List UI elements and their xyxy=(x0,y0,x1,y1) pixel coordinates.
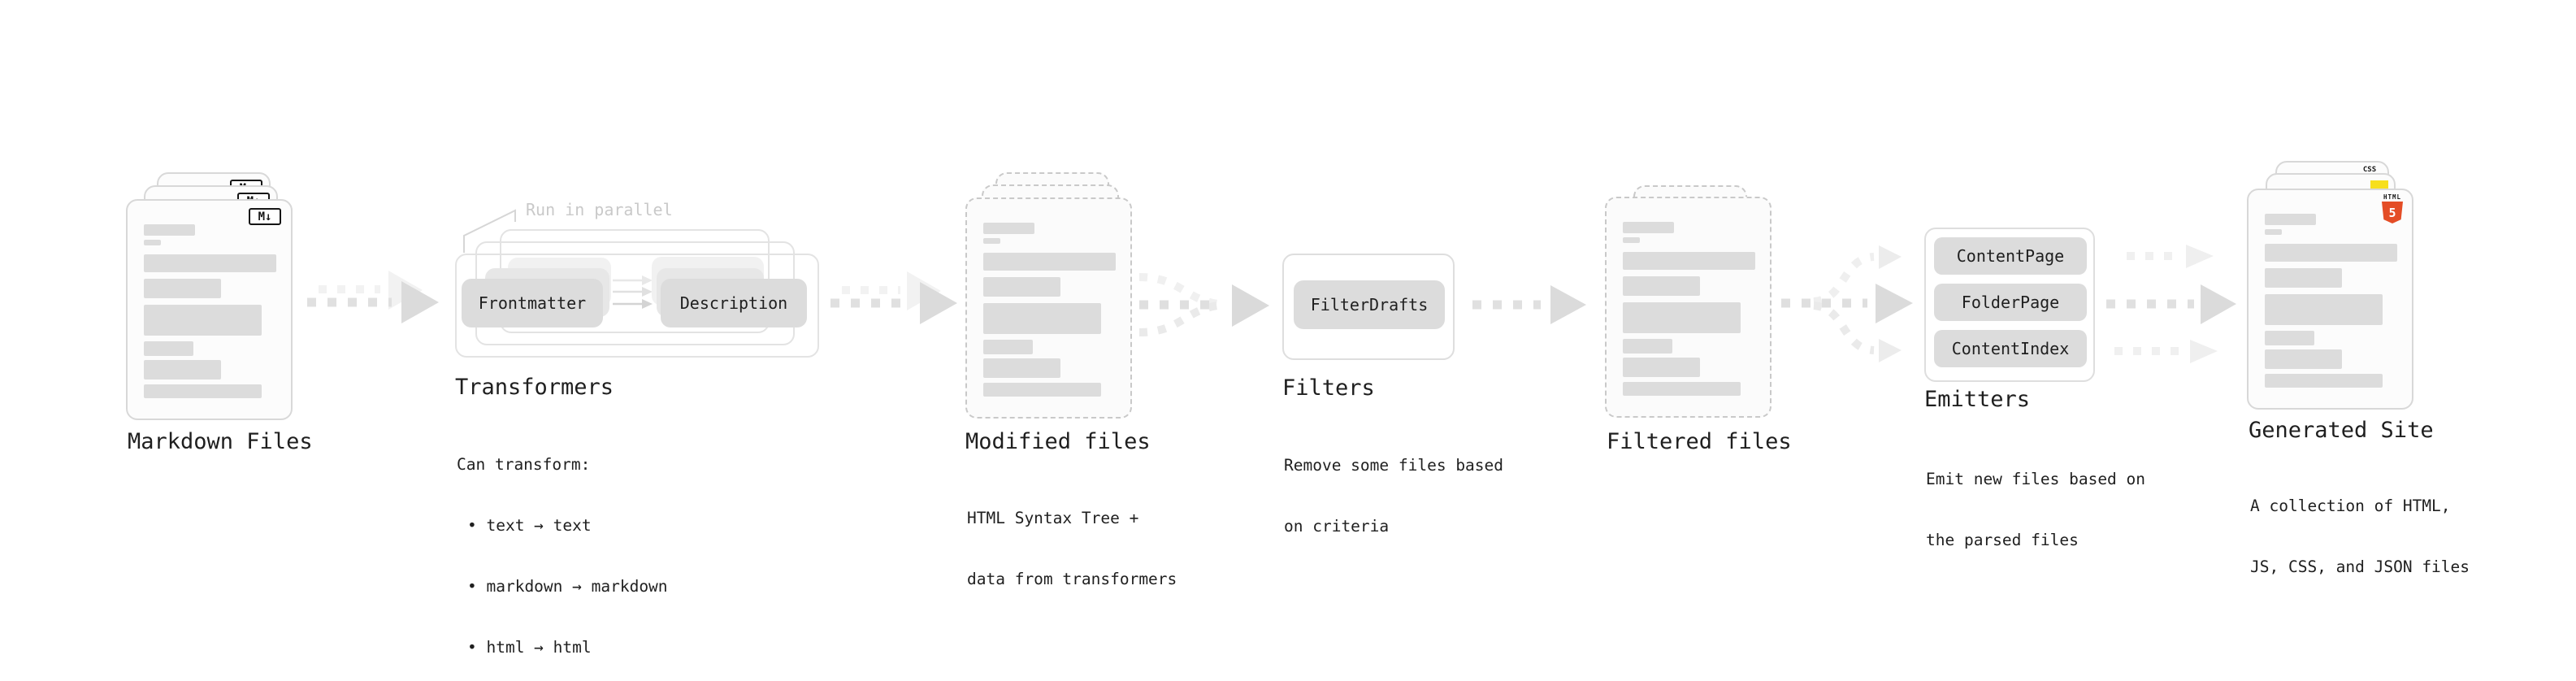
html5-icon-shield: 5 xyxy=(2382,202,2403,223)
filters-desc-line: on criteria xyxy=(1284,517,1390,536)
folderpage-emitter-pill: FolderPage xyxy=(1934,284,2087,321)
markdown-file-card-front: M↓ xyxy=(126,199,293,420)
arrow-transformers-to-modified-icon xyxy=(830,271,957,324)
html-file-card: HTML 5 xyxy=(2247,189,2413,410)
css-icon-label: CSS xyxy=(2362,166,2377,174)
contentpage-emitter-pill: ContentPage xyxy=(1934,237,2087,275)
modified-files-description: HTML Syntax Tree + data from transformer… xyxy=(967,467,1177,630)
description-transformer-pill: Description xyxy=(661,279,807,327)
arrow-filtered-to-emitters-icon xyxy=(1781,245,1913,362)
transform-bullet: • html → html xyxy=(467,638,592,657)
emitters-desc-line: Emit new files based on xyxy=(1926,470,2146,488)
emitters-frame xyxy=(1924,228,2095,382)
emitters-label: Emitters xyxy=(1924,387,2031,412)
modified-files-label: Modified files xyxy=(965,429,1151,454)
modified-files-desc-line: data from transformers xyxy=(967,570,1177,588)
run-in-parallel-note: Run in parallel xyxy=(526,200,673,219)
transformer-step-arrows-icon xyxy=(613,275,653,309)
filtered-files-label: Filtered files xyxy=(1607,429,1792,454)
arrow-emitters-to-generated-icon xyxy=(2106,245,2236,363)
generated-site-desc-line: JS, CSS, and JSON files xyxy=(2250,557,2470,576)
arrow-markdown-to-transformers-icon xyxy=(307,271,439,323)
transform-bullet: • text → text xyxy=(467,516,592,535)
html5-icon: HTML 5 xyxy=(2382,193,2403,223)
contentindex-emitter-pill: ContentIndex xyxy=(1934,330,2087,367)
js-icon xyxy=(2370,180,2388,191)
generated-site-description: A collection of HTML, JS, CSS, and JSON … xyxy=(2250,455,2470,618)
modified-file-card-front xyxy=(965,197,1132,419)
generated-site-desc-line: A collection of HTML, xyxy=(2250,497,2451,515)
filters-desc-line: Remove some files based xyxy=(1284,456,1504,475)
transform-bullet: • markdown → markdown xyxy=(467,577,668,596)
arrow-modified-to-filters-icon xyxy=(1138,273,1269,336)
document-content-placeholder xyxy=(1623,222,1757,397)
document-content-placeholder xyxy=(144,224,278,400)
markdown-files-label: Markdown Files xyxy=(128,429,313,454)
transformers-label: Transformers xyxy=(455,375,614,400)
frontmatter-transformer-pill: Frontmatter xyxy=(462,279,603,327)
transformers-description: Can transform: • text → text • markdown … xyxy=(457,414,668,681)
emitters-description: Emit new files based on the parsed files xyxy=(1926,428,2145,591)
html5-icon-label: HTML xyxy=(2383,193,2402,201)
arrow-filters-to-filtered-icon xyxy=(1472,285,1586,324)
filters-label: Filters xyxy=(1282,375,1375,401)
run-in-parallel-leader-line xyxy=(463,209,516,253)
markdown-icon: M↓ xyxy=(249,208,281,225)
transformer-run-frame-front xyxy=(455,254,819,358)
document-content-placeholder xyxy=(983,223,1117,398)
can-transform-title: Can transform: xyxy=(457,455,591,474)
filterdrafts-pill: FilterDrafts xyxy=(1294,280,1445,329)
document-content-placeholder xyxy=(2265,214,2399,389)
filtered-file-card-front xyxy=(1605,197,1772,418)
filters-frame xyxy=(1282,254,1455,360)
modified-files-desc-line: HTML Syntax Tree + xyxy=(967,509,1139,527)
generated-site-label: Generated Site xyxy=(2249,418,2434,443)
emitters-desc-line: the parsed files xyxy=(1926,531,2079,549)
filters-description: Remove some files based on criteria xyxy=(1284,414,1503,577)
